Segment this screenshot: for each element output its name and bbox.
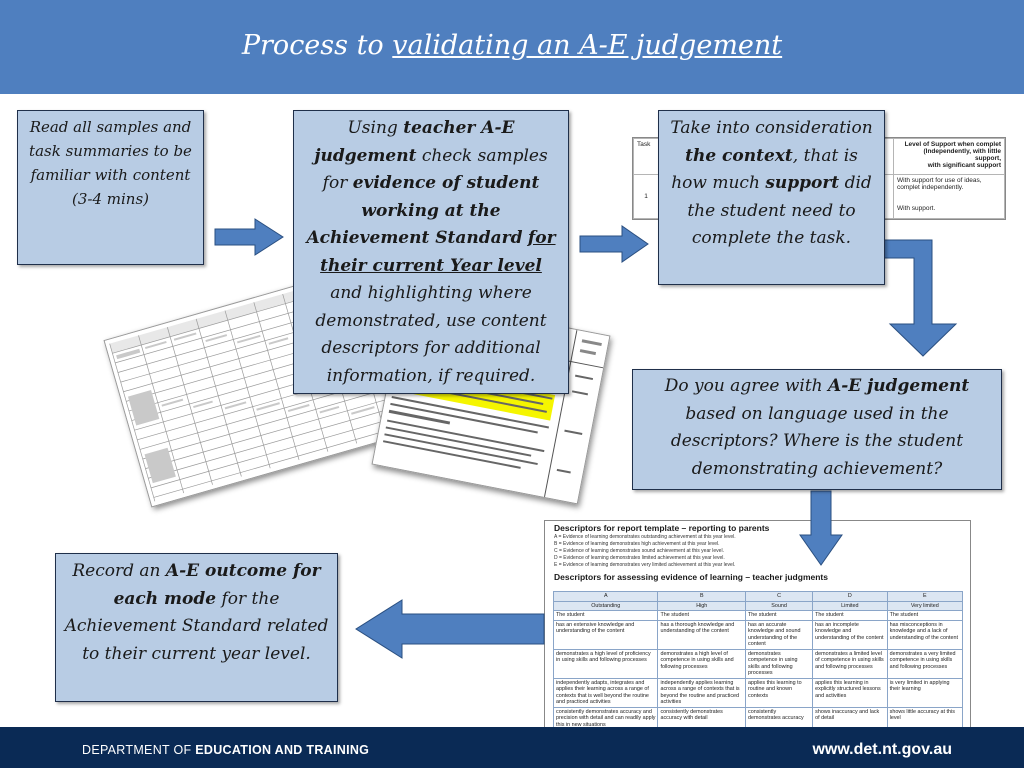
level-outstanding: Outstanding <box>552 600 659 611</box>
arrow-right-icon <box>579 225 649 263</box>
student-label-b: The student <box>657 610 747 621</box>
grade-b: B <box>657 591 747 602</box>
step-record-outcome: Record an A-E outcome for each mode for … <box>55 553 338 702</box>
step3-text-3: did the student need to complete the tas… <box>687 173 872 248</box>
step3-text-2: , that is how much <box>671 145 858 194</box>
support-row1: With support for use of ideas, complet i… <box>897 177 982 192</box>
support-header-line3: with significant support <box>927 162 1001 169</box>
task-row-support: With support for use of ideas, complet i… <box>893 174 1005 219</box>
student-label-e: The student <box>886 610 964 621</box>
step3-bold-2: support <box>765 173 840 193</box>
support-header-line1: Level of Support when complet <box>904 141 1001 148</box>
table-cell: has a thorough knowledge and understandi… <box>657 619 747 650</box>
department-bold: EDUCATION AND TRAINING <box>195 743 370 757</box>
step2-bold-underlined: for their current Year level <box>320 228 556 276</box>
grade-c: C <box>745 591 814 602</box>
step-agree-judgement: Do you agree with A-E judgement based on… <box>632 369 1002 490</box>
table-cell: applies this learning to routine and kno… <box>745 677 814 708</box>
arrow-bend-down-icon <box>882 239 958 357</box>
table-cell: is very limited in applying their learni… <box>886 677 964 708</box>
footer-bar: DEPARTMENT OF EDUCATION AND TRAINING www… <box>0 727 1024 768</box>
descriptor-line-c: C = Evidence of learning demonstrates so… <box>554 548 724 554</box>
step4-text-2: based on language used in the descriptor… <box>670 403 964 479</box>
table-cell: demonstrates a very limited competence i… <box>886 648 964 679</box>
title-underlined: validating an A-E judgement <box>392 30 783 61</box>
level-sound: Sound <box>745 600 814 611</box>
step2-bold-1: teacher A-E judgement <box>314 118 515 166</box>
table-cell: demonstrates a high level of proficiency… <box>552 648 659 679</box>
table-cell: has an extensive knowledge and understan… <box>552 619 659 650</box>
department-prefix: DEPARTMENT OF <box>82 743 196 757</box>
level-very-limited: Very limited <box>886 600 964 611</box>
student-label-d: The student <box>812 610 888 621</box>
step5-text-1: Record an <box>72 561 166 581</box>
title-banner: Process to validating an A-E judgement <box>0 0 1024 94</box>
arrow-left-icon <box>355 599 545 659</box>
table-cell: demonstrates a limited level of competen… <box>812 648 888 679</box>
table-cell: independently adapts, integrates and app… <box>552 677 659 708</box>
table-cell: shows little accuracy at this level <box>886 706 964 730</box>
website-url: www.det.nt.gov.au <box>812 741 952 758</box>
step2-text-1: Using <box>347 118 404 138</box>
step4-text-1: Do you agree with <box>664 376 829 396</box>
student-label-a: The student <box>552 610 659 621</box>
task-row-number: 1 <box>633 174 659 219</box>
table-cell: has an accurate knowledge and sound unde… <box>745 619 814 650</box>
descriptor-line-b: B = Evidence of learning demonstrates hi… <box>554 541 720 547</box>
support-col-header: Level of Support when complet (Independe… <box>893 138 1005 176</box>
task-col-header: Task <box>633 138 659 176</box>
student-label-c: The student <box>745 610 814 621</box>
table-cell: demonstrates a high level of competence … <box>657 648 747 679</box>
step-check-evidence: Using teacher A-E judgement check sample… <box>293 110 569 394</box>
step1-text: Read all samples and task summaries to b… <box>29 118 192 184</box>
title-prefix: Process to <box>241 30 393 61</box>
descriptors-table: A B C D E Outstanding High Sound Limited… <box>552 591 964 730</box>
table-cell: demonstrates competence in using skills … <box>745 648 814 679</box>
level-high: High <box>657 600 747 611</box>
step1-time: (3-4 mins) <box>71 190 149 208</box>
support-header-line2: (Independently, with little support, <box>923 148 1001 162</box>
grade-d: D <box>812 591 888 602</box>
descriptor-line-e: E = Evidence of learning demonstrates ve… <box>554 562 736 568</box>
step4-bold-1: A-E judgement <box>828 376 970 396</box>
step5-text-2: for the Achievement Standard related to … <box>64 588 329 664</box>
descriptor-line-a: A = Evidence of learning demonstrates ou… <box>554 534 736 540</box>
descriptors-heading-2: Descriptors for assessing evidence of le… <box>554 572 828 582</box>
step2-bold-2: evidence of student working at the Achie… <box>306 173 540 248</box>
step3-text-1: Take into consideration <box>670 118 873 138</box>
table-cell: has misconceptions in knowledge and a la… <box>886 619 964 650</box>
arrow-down-icon <box>799 490 843 566</box>
table-cell: has an incomplete knowledge and understa… <box>812 619 888 650</box>
step5-bold-1: A-E outcome for each mode <box>113 561 321 609</box>
grade-e: E <box>886 591 964 602</box>
grade-a: A <box>552 591 659 602</box>
step2-text-2: check samples for <box>322 145 548 194</box>
step2-text-4: and highlighting where demonstrated, use… <box>315 283 547 386</box>
step-consider-context: Take into consideration the context, tha… <box>658 110 885 285</box>
step3-bold-1: the context <box>685 145 793 166</box>
table-cell: independently applies learning across a … <box>657 677 747 708</box>
table-cell: applies this learning in explicitly stru… <box>812 677 888 708</box>
department-name: DEPARTMENT OF EDUCATION AND TRAINING <box>82 743 369 757</box>
descriptors-heading-1: Descriptors for report template – report… <box>554 523 770 533</box>
step-read-samples: Read all samples and task summaries to b… <box>17 110 204 265</box>
arrow-right-icon <box>214 218 284 256</box>
table-row: demonstrates a high level of proficiency… <box>552 648 964 679</box>
table-row: has an extensive knowledge and understan… <box>552 619 964 650</box>
table-row: consistently demonstrates accuracy and p… <box>552 706 964 730</box>
support-row2: With support. <box>897 205 936 213</box>
descriptors-document-image: Descriptors for report template – report… <box>544 520 971 732</box>
level-limited: Limited <box>812 600 888 611</box>
descriptor-line-d: D = Evidence of learning demonstrates li… <box>554 555 725 561</box>
page-title: Process to validating an A-E judgement <box>0 30 1024 61</box>
table-row: independently adapts, integrates and app… <box>552 677 964 708</box>
